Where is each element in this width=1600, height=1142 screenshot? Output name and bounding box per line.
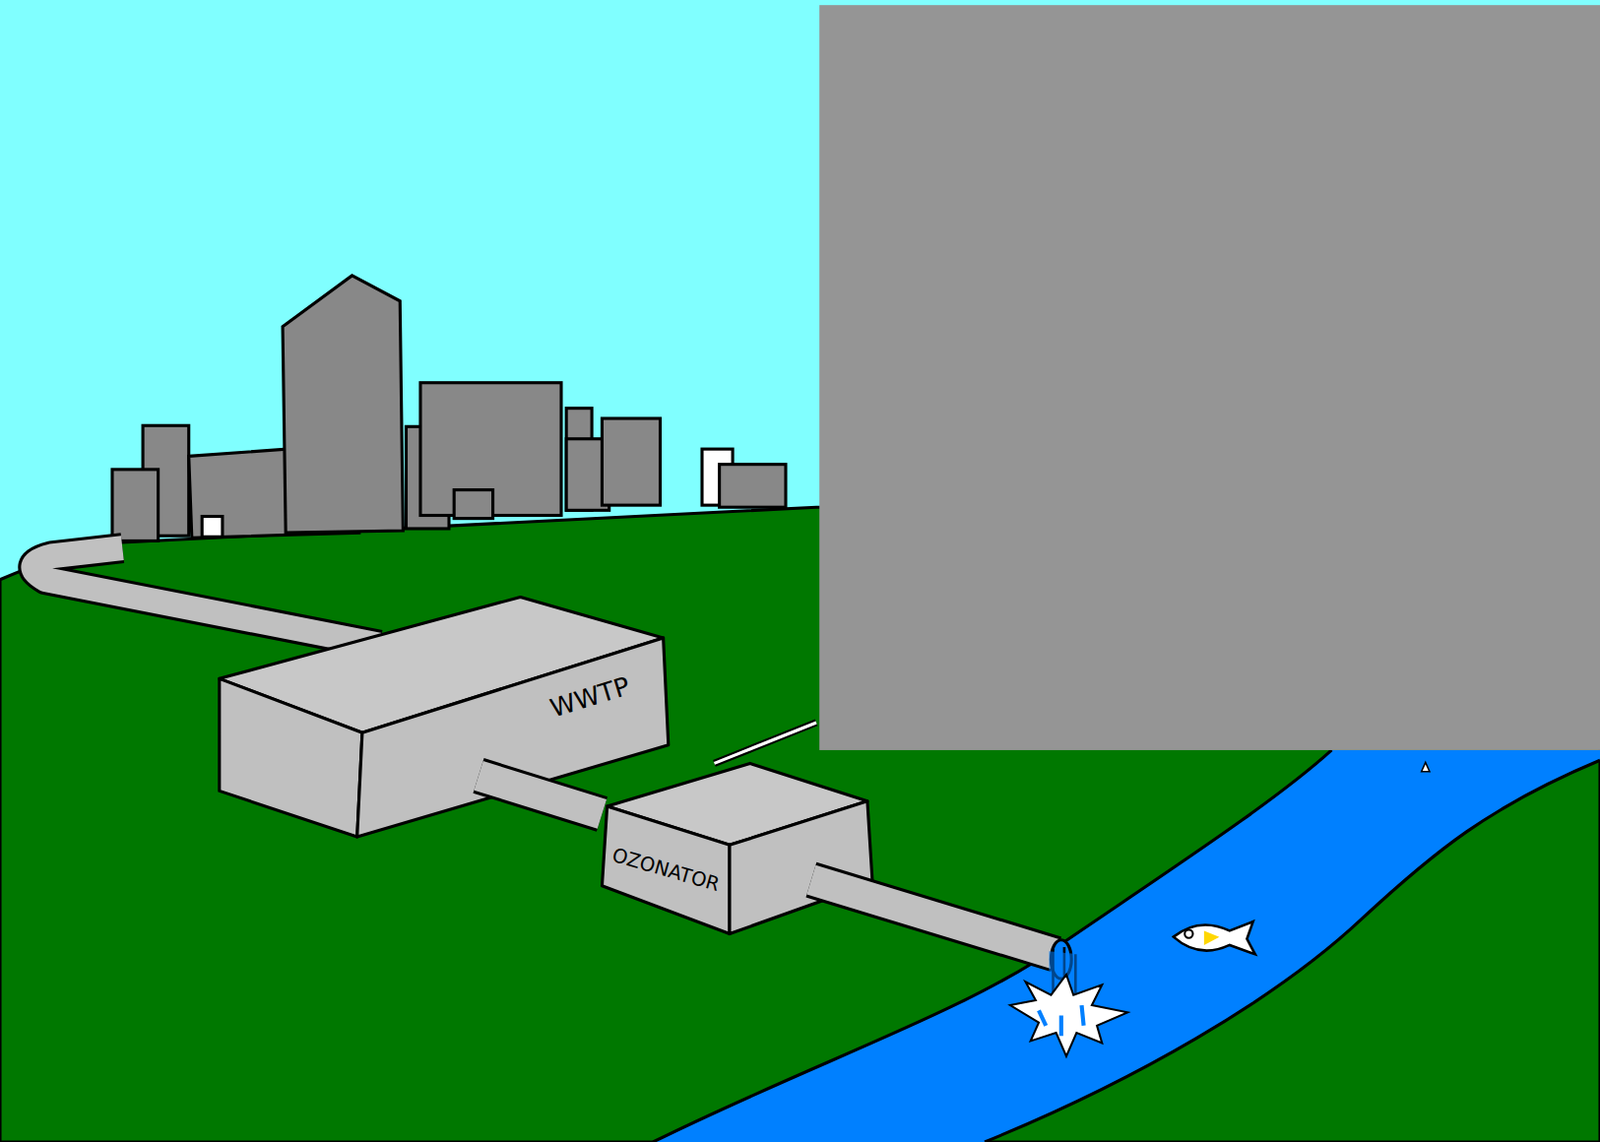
sewer-pipe (33, 548, 381, 645)
window (201, 516, 223, 538)
box-side (729, 801, 873, 935)
river-bank (984, 760, 1600, 1142)
sewer-pipe (33, 548, 381, 645)
building (112, 469, 159, 542)
pipe-fill (478, 775, 602, 815)
box-label: OZONATOR (609, 844, 722, 896)
ozonator-box: OZONATOR (601, 806, 730, 935)
building (453, 490, 493, 519)
path-line (713, 722, 817, 764)
ozonator-building (601, 763, 873, 934)
building (601, 418, 660, 506)
outfall-pipe (811, 880, 1057, 956)
wwtp-building (219, 596, 669, 837)
fish-fin (1204, 930, 1220, 946)
path-line (713, 722, 817, 764)
building (282, 275, 403, 533)
box-front (601, 806, 730, 935)
fish (1173, 921, 1256, 955)
box-side (219, 678, 363, 837)
outfall-pipe (811, 880, 1057, 956)
pipe-connector (478, 775, 602, 815)
city (112, 275, 786, 542)
fish-eye (1184, 929, 1193, 938)
splash-water (1038, 1005, 1085, 1036)
grey-panel (819, 4, 1600, 751)
splash (1010, 974, 1128, 1057)
pipe-outline (478, 775, 602, 815)
boat (1421, 762, 1430, 771)
wwtp-box: WWTP (362, 638, 669, 776)
building (719, 464, 786, 509)
box-label: WWTP (547, 671, 634, 722)
fish-body (1173, 921, 1256, 955)
